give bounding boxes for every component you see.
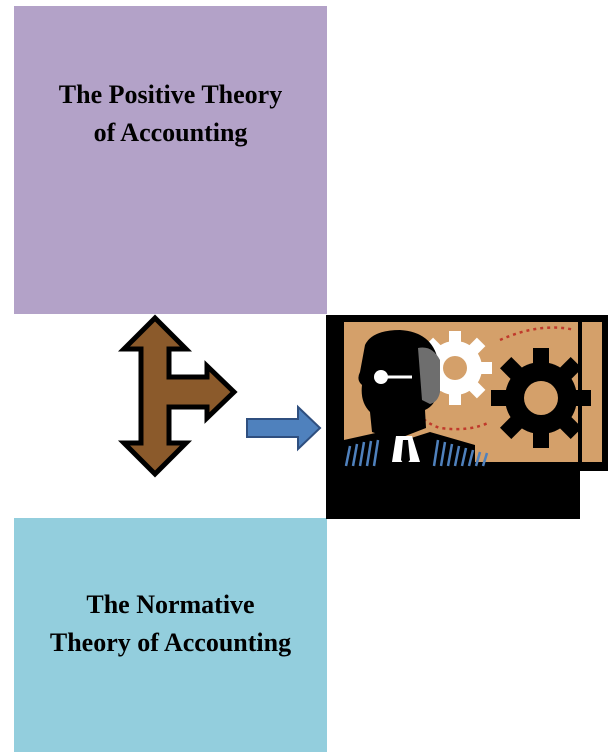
right-arrow-icon bbox=[246, 404, 322, 452]
branch-arrow-icon bbox=[117, 314, 238, 478]
positive-theory-label: The Positive Theory of Accounting bbox=[58, 80, 283, 147]
positive-theory-box: The Positive Theory of Accounting bbox=[14, 6, 327, 314]
businessman-gears-icon bbox=[326, 315, 608, 519]
normative-theory-label: The Normative Theory of Accounting bbox=[49, 590, 292, 657]
normative-theory-box: The Normative Theory of Accounting bbox=[14, 518, 327, 752]
